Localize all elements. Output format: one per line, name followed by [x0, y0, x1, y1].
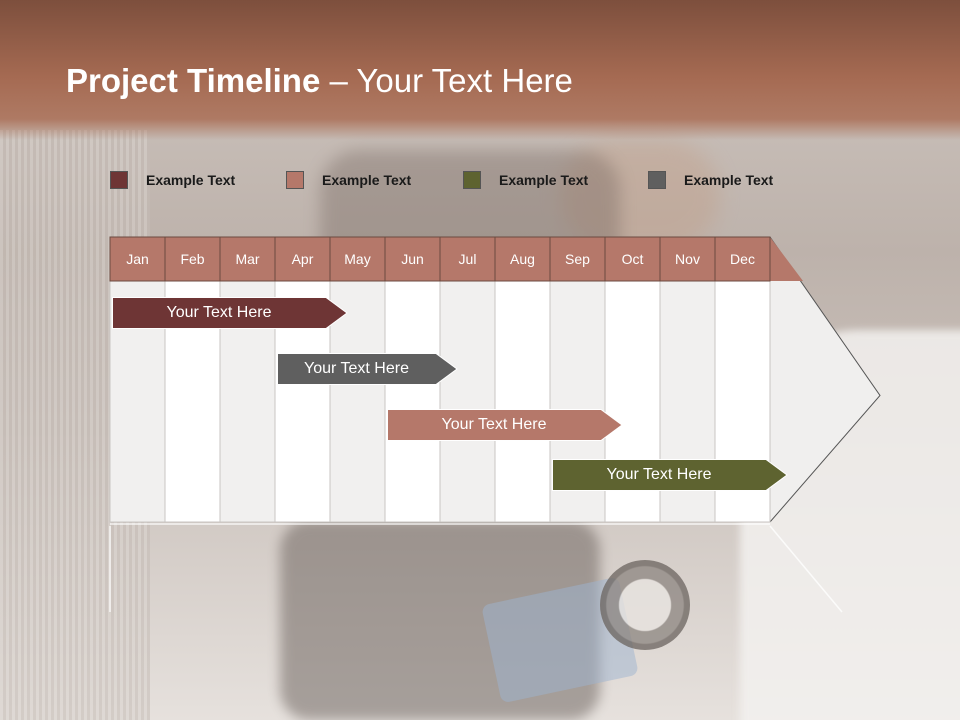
legend-label: Example Text: [684, 172, 774, 188]
slide-title: Project Timeline – Your Text Here: [66, 62, 573, 100]
month-label: Nov: [675, 251, 700, 267]
month-label: Aug: [510, 251, 535, 267]
task-bar[interactable]: Your Text Here: [277, 353, 458, 385]
month-header-cell: [714, 236, 771, 282]
task-bar-arrow: [387, 409, 623, 441]
timeline-header-tip: [770, 237, 803, 281]
month-header-cell: [329, 236, 386, 282]
task-bar-label: Your Text Here: [606, 466, 712, 483]
task-bar-shape: [552, 459, 788, 491]
month-column: [439, 280, 496, 523]
month-header-cell: [164, 236, 221, 282]
month-header-cell: [549, 236, 606, 282]
legend-swatch: [110, 171, 128, 189]
title-rest-part: – Your Text Here: [320, 62, 573, 99]
month-label: Jun: [401, 251, 424, 267]
reflection-line: [769, 525, 843, 613]
task-bar-label: Your Text Here: [304, 360, 409, 377]
legend-item: Example Text: [463, 170, 588, 190]
month-header-cell: [109, 236, 166, 282]
title-bold-part: Project Timeline: [66, 62, 321, 99]
task-bar[interactable]: Your Text Here: [112, 297, 348, 329]
month-header-cell: [219, 236, 276, 282]
month-column: [329, 280, 386, 523]
month-label: Jan: [126, 251, 149, 267]
month-label: May: [344, 251, 371, 267]
task-bar-arrow: [552, 459, 788, 491]
month-label: Mar: [235, 251, 260, 267]
legend-label: Example Text: [322, 172, 412, 188]
task-bar-shape: [112, 297, 348, 329]
month-header-cell: [494, 236, 551, 282]
month-column: [384, 280, 441, 523]
month-label: Apr: [291, 251, 314, 267]
month-label: Jul: [458, 251, 477, 267]
month-column: [494, 280, 551, 523]
task-bar[interactable]: Your Text Here: [552, 459, 788, 491]
month-header-cell: [604, 236, 661, 282]
month-label: Dec: [730, 251, 755, 267]
legend-item: Example Text: [286, 170, 411, 190]
legend-swatch: [648, 171, 666, 189]
legend-item: Example Text: [648, 170, 773, 190]
task-bar-shape: [277, 353, 458, 385]
task-bar-label: Your Text Here: [441, 416, 547, 433]
task-bar[interactable]: Your Text Here: [387, 409, 623, 441]
legend-swatch: [463, 171, 481, 189]
month-header-cell: [384, 236, 441, 282]
month-label: Oct: [621, 251, 644, 267]
hand-image: [560, 140, 720, 250]
title-band: [0, 0, 960, 140]
month-label: Feb: [180, 251, 205, 267]
dial-knob-image: [600, 560, 690, 650]
month-label: Sep: [565, 251, 590, 267]
task-bar-label: Your Text Here: [166, 304, 272, 321]
month-header-cell: [274, 236, 331, 282]
task-bar-arrow: [112, 297, 348, 329]
legend-label: Example Text: [499, 172, 589, 188]
task-bar-arrow: [277, 353, 458, 385]
legend-swatch: [286, 171, 304, 189]
legend-label: Example Text: [146, 172, 236, 188]
task-bar-shape: [387, 409, 623, 441]
legend-item: Example Text: [110, 170, 235, 190]
